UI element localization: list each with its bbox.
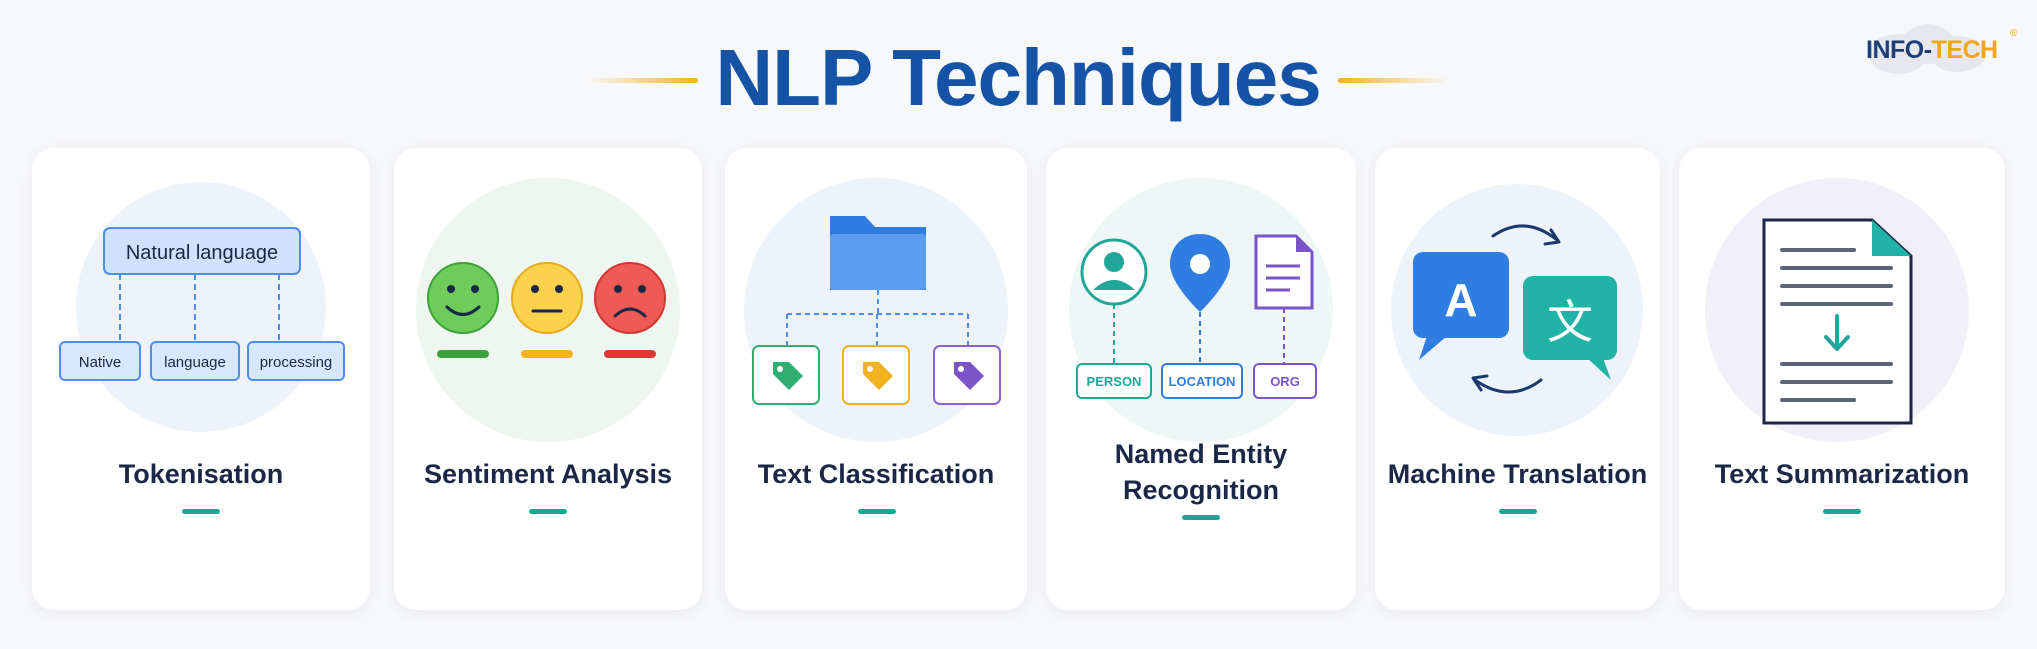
glyph-a: A (1444, 274, 1477, 326)
card-title-tokenisation: Tokenisation (118, 459, 284, 489)
header: NLP Techniques (0, 28, 2037, 128)
card-title-sentiment-analysis: Sentiment Analysis (423, 459, 673, 489)
title-left-rule (588, 78, 698, 83)
yellow-tag-icon (842, 345, 910, 405)
location-pin-icon (1170, 234, 1230, 312)
entity-org-label: ORG (1270, 374, 1300, 389)
logo-registered-mark: ® (2010, 28, 2018, 39)
title-underline (1499, 509, 1537, 514)
title-underline (1823, 509, 1861, 514)
card-text-summarization: Text Summarization (1679, 148, 2005, 610)
letter-a-bubble-icon: A (1413, 252, 1509, 360)
entity-icons: PERSON LOCATION ORG (1069, 178, 1333, 442)
happy-face-icon (427, 262, 499, 358)
green-tag-icon (752, 345, 820, 405)
purple-tag-icon (933, 345, 1001, 405)
token-root-label: Natural language (126, 242, 278, 264)
person-icon (1080, 238, 1148, 306)
glyph-wen: 文 (1547, 296, 1593, 348)
translate-icon: A 文 (1391, 184, 1643, 436)
token-tree-icon: Natural language Native language process… (59, 182, 345, 432)
card-named-entity-recognition: PERSON LOCATION ORG Named Entity Recogni… (1046, 148, 1356, 610)
emoji-faces-icon (416, 178, 680, 442)
info-tech-logo: INFO-TECH ® (1858, 18, 2028, 80)
card-text-classification: Text Classification (725, 148, 1027, 610)
card-title-machine-translation: Machine Translation (1387, 459, 1648, 489)
page-title: NLP Techniques (715, 33, 1321, 122)
logo-text-tech: TECH (1931, 36, 1999, 64)
logo-text: INFO-TECH (1866, 36, 1998, 65)
folder-icon (830, 216, 926, 290)
title-underline (182, 509, 220, 514)
title-underline (529, 509, 567, 514)
title-underline (858, 509, 896, 514)
logo-text-info: INFO- (1866, 36, 1932, 64)
folder-tags-icon (744, 178, 1008, 442)
title-right-rule (1338, 78, 1448, 83)
card-title-named-entity-recognition: Named Entity Recognition (1046, 436, 1356, 508)
card-title-text-classification: Text Classification (757, 459, 995, 489)
card-title-line1: Named Entity (1114, 439, 1288, 469)
token-processing: processing (260, 354, 333, 371)
token-native: Native (79, 354, 122, 371)
card-machine-translation: A 文 Machine Translation (1375, 148, 1660, 610)
neutral-face-icon (511, 262, 583, 358)
document-summary-icon (1705, 178, 1969, 442)
entity-location-label: LOCATION (1169, 374, 1236, 389)
logo-cloud-icon (1868, 24, 1986, 74)
card-tokenisation: Natural language Native language process… (32, 148, 370, 610)
card-sentiment-analysis: Sentiment Analysis (394, 148, 702, 610)
chinese-char-bubble-icon: 文 (1523, 276, 1617, 380)
card-title-line2: Recognition (1123, 475, 1279, 505)
document-org-icon (1254, 234, 1314, 310)
title-underline (1182, 515, 1220, 520)
token-language: language (164, 354, 226, 371)
entity-person-label: PERSON (1087, 374, 1142, 389)
card-title-text-summarization: Text Summarization (1714, 459, 1970, 489)
sad-face-icon (594, 262, 666, 358)
